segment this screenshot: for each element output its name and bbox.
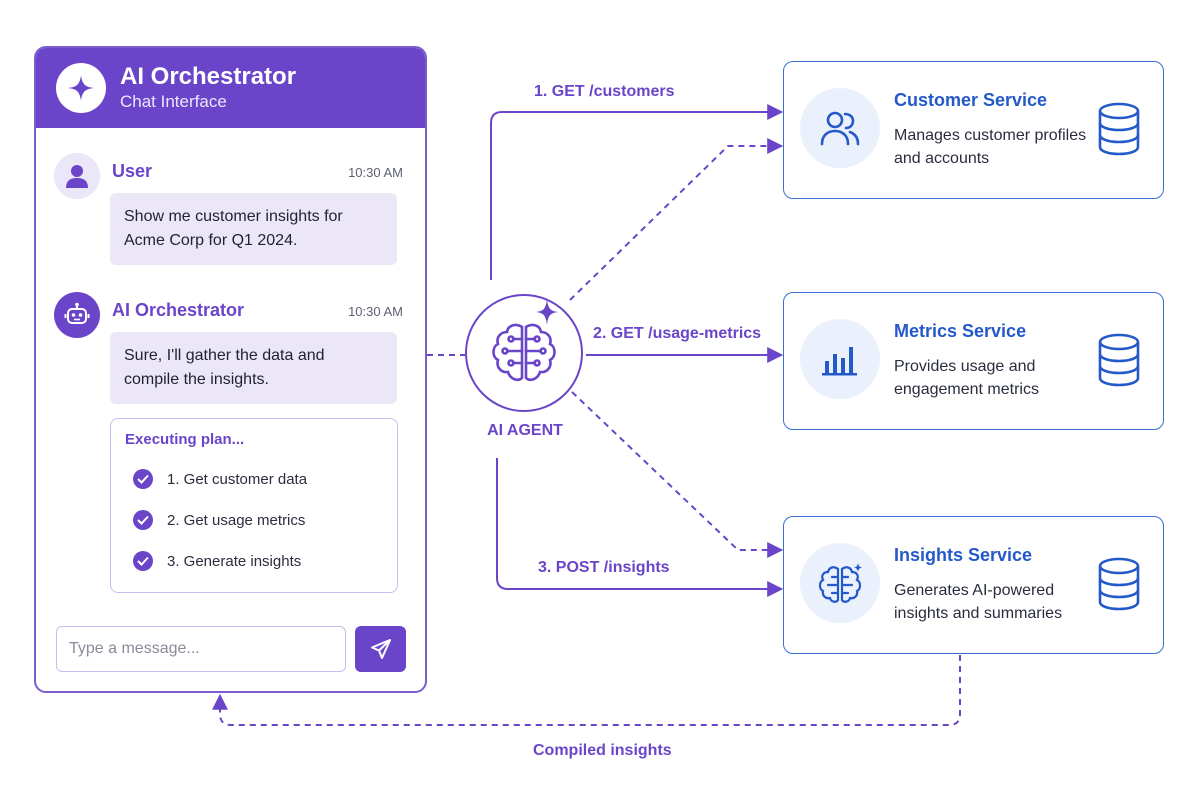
database-icon [1098, 102, 1140, 156]
plan-step: 3. Generate insights [133, 551, 301, 571]
edge-usage-return [571, 391, 784, 558]
message-time: 10:30 AM [348, 165, 403, 180]
edge-label-insights: 3. POST /insights [538, 559, 670, 576]
execution-plan: Executing plan... 1. Get customer data 2… [110, 418, 398, 593]
message-bubble: Sure, I'll gather the data and compile t… [110, 332, 397, 404]
service-description: Generates AI-powered insights and summar… [894, 582, 1063, 622]
edge-label-usage: 2. GET /usage-metrics [593, 325, 762, 342]
message-sender: User [112, 161, 153, 181]
agent-label: AI AGENT [487, 422, 563, 439]
service-description: Provides usage and engagement metrics [894, 358, 1039, 398]
message-sender: AI Orchestrator [112, 300, 245, 320]
database-icon [1098, 333, 1140, 387]
plan-step: 2. Get usage metrics [133, 510, 305, 530]
sparkle-logo-icon [56, 63, 106, 113]
service-card-insights: Insights Service Generates AI-powered in… [783, 516, 1164, 654]
check-circle-icon [133, 551, 153, 571]
check-circle-icon [133, 510, 153, 530]
bar-chart-icon [800, 319, 880, 399]
service-card-metrics: Metrics Service Provides usage and engag… [783, 292, 1164, 430]
users-icon [800, 88, 880, 168]
edge-label-customers: 1. GET /customers [534, 83, 675, 100]
edge-get-customers [490, 104, 784, 280]
user-avatar-icon [54, 153, 100, 199]
database-icon [1098, 557, 1140, 611]
chat-subtitle: Chat Interface [120, 92, 227, 111]
send-icon [370, 639, 391, 659]
ai-agent-node [465, 294, 583, 412]
plan-step: 1. Get customer data [133, 469, 307, 489]
message-bubble: Show me customer insights for Acme Corp … [110, 193, 397, 265]
service-title: Metrics Service [894, 321, 1027, 341]
robot-avatar-icon [54, 292, 100, 338]
service-title: Insights Service [894, 545, 1033, 565]
brain-icon [800, 543, 880, 623]
service-title: Customer Service [894, 90, 1048, 110]
service-card-customer: Customer Service Manages customer profil… [783, 61, 1164, 199]
brain-circuit-icon [492, 323, 556, 382]
message-user: User 10:30 AM Show me customer insights … [54, 153, 405, 268]
message-input[interactable] [56, 626, 346, 672]
send-button[interactable] [355, 626, 406, 672]
message-time: 10:30 AM [348, 304, 403, 319]
chat-header: AI Orchestrator Chat Interface [36, 48, 425, 128]
service-description: Manages customer profiles and accounts [894, 127, 1087, 167]
chat-panel: AI Orchestrator Chat Interface User 10:3… [34, 46, 427, 693]
edge-customers-return [569, 138, 784, 301]
plan-step-label: 3. Generate insights [167, 552, 302, 570]
plan-title: Executing plan... [125, 431, 245, 448]
chat-title: AI Orchestrator [120, 63, 297, 90]
message-ai: AI Orchestrator 10:30 AM Sure, I'll gath… [54, 292, 405, 407]
plan-step-label: 1. Get customer data [167, 470, 308, 488]
plan-step-label: 2. Get usage metrics [167, 511, 306, 529]
sparkle-icon [536, 299, 558, 325]
edge-label-return: Compiled insights [533, 742, 672, 759]
check-circle-icon [133, 469, 153, 489]
